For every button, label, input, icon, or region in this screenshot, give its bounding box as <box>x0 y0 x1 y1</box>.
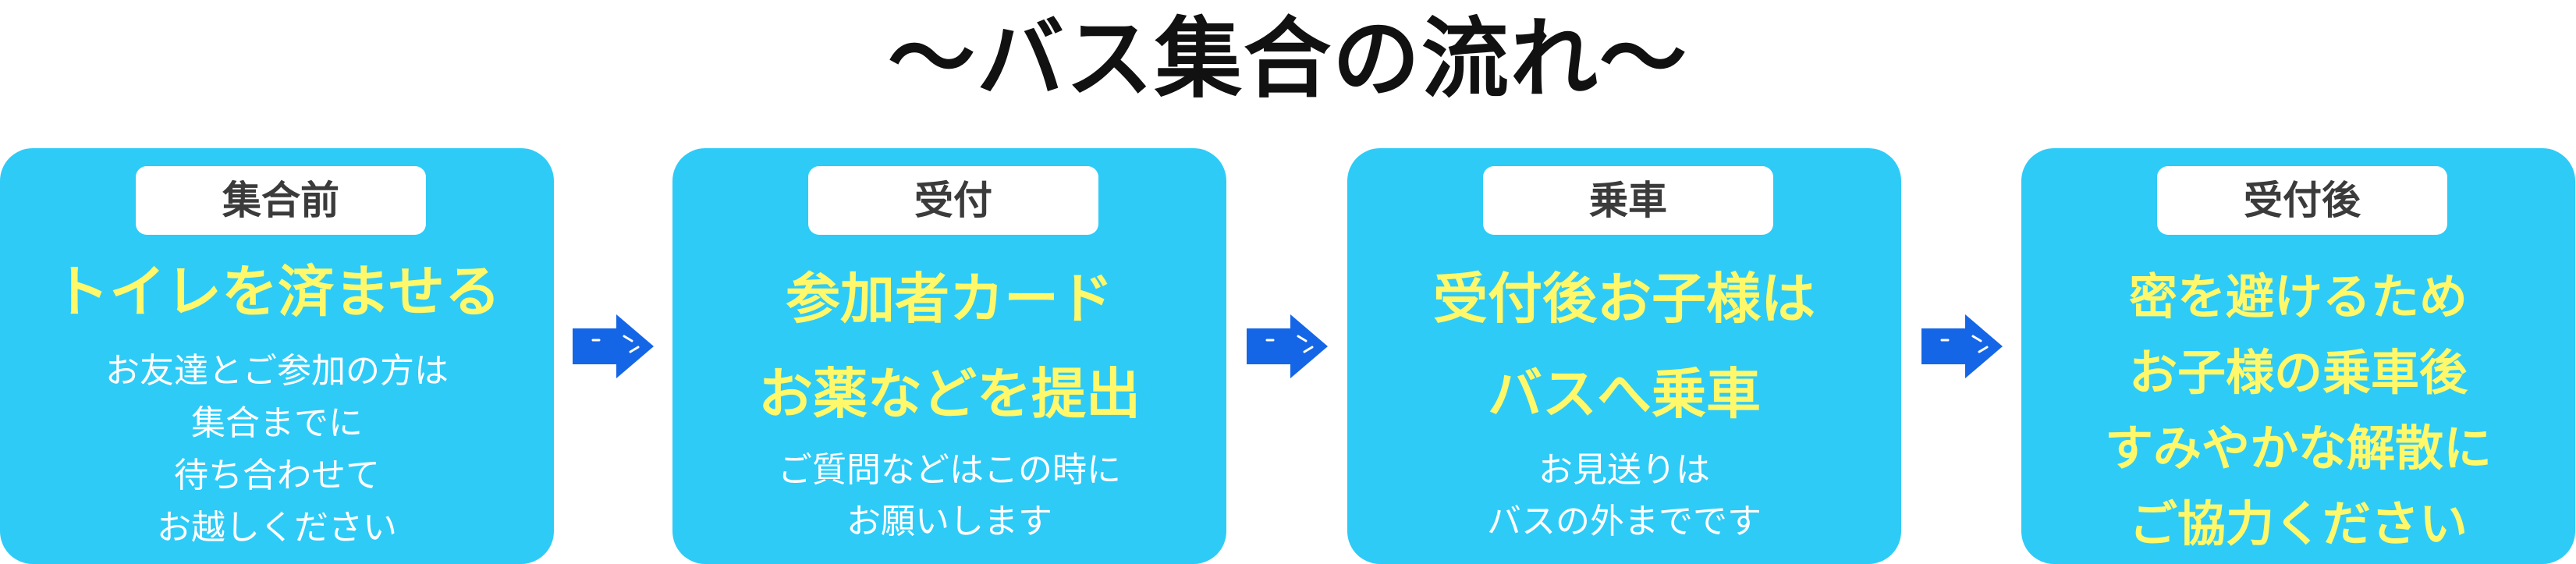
step-card-before-gathering: 集合前 トイレを済ませる お友達とご参加の方は 集合までに 待ち合わせて お越し… <box>0 148 554 564</box>
step-card-after-reception: 受付後 密を避けるため お子様の乗車後 すみやかな解散に ご協力ください <box>2021 148 2575 564</box>
step-main-line: すみやかな解散に <box>2104 420 2492 477</box>
step-main-line: 受付後お子様は <box>1433 267 1815 331</box>
step-sub-text: ご質問などはこの時に お願いします <box>672 445 1226 548</box>
page-title: 〜バス集合の流れ〜 <box>888 9 1688 110</box>
step-card-reception: 受付 参加者カード お薬などを提出 ご質問などはこの時に お願いします <box>672 148 1226 564</box>
step-main-line: 参加者カード <box>786 267 1113 331</box>
step-sub-line: 集合までに <box>191 403 363 443</box>
step-label: 集合前 <box>136 166 426 235</box>
step-sub-line: お越しください <box>157 508 397 548</box>
step-sub-text: お友達とご参加の方は 集合までに 待ち合わせて お越しください <box>0 345 554 554</box>
step-main-text: トイレを済ませる <box>0 248 554 335</box>
step-main-text: 受付後お子様は バスへ乗車 <box>1347 251 1901 442</box>
step-sub-line: 待ち合わせて <box>174 456 380 495</box>
step-main-line: 密を避けるため <box>2128 268 2468 325</box>
step-label: 受付後 <box>2157 166 2447 235</box>
step-main-line: バスへ乗車 <box>1488 362 1761 426</box>
step-main-text: 密を避けるため お子様の乗車後 すみやかな解散に ご協力ください <box>2021 259 2575 562</box>
step-main-line: お子様の乗車後 <box>2128 344 2468 401</box>
step-label: 受付 <box>808 166 1098 235</box>
step-card-boarding: 乗車 受付後お子様は バスへ乗車 お見送りは バスの外までです <box>1347 148 1901 564</box>
step-sub-text: お見送りは バスの外までです <box>1347 445 1901 548</box>
step-main-line: トイレを済ませる <box>53 259 501 325</box>
step-sub-line: お友達とご参加の方は <box>105 351 449 391</box>
step-main-line: ご協力ください <box>2128 495 2468 552</box>
step-main-line: お薬などを提出 <box>758 362 1141 426</box>
step-sub-line: バスの外までです <box>1487 502 1762 541</box>
step-label: 乗車 <box>1483 166 1773 235</box>
right-arrow-icon <box>1918 313 2004 380</box>
step-sub-line: お願いします <box>846 502 1052 541</box>
right-arrow-icon <box>1244 313 1329 380</box>
step-sub-line: ご質問などはこの時に <box>778 450 1121 490</box>
right-arrow-icon <box>569 313 655 380</box>
step-sub-line: お見送りは <box>1538 450 1710 490</box>
step-main-text: 参加者カード お薬などを提出 <box>672 251 1226 442</box>
